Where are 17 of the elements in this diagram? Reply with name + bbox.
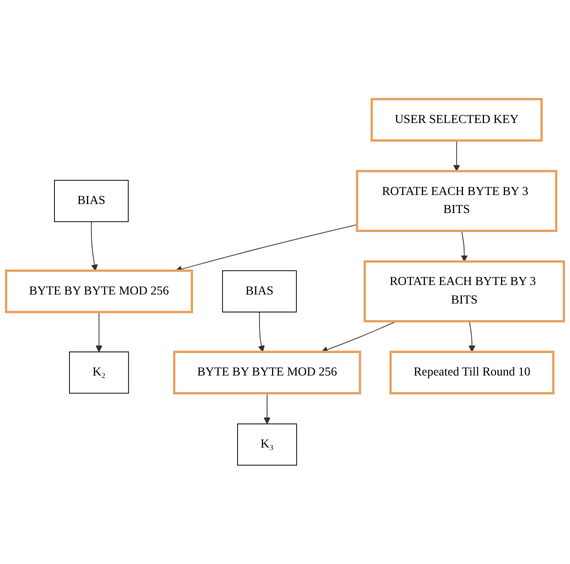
node-box: ROTATE EACH BYTE BY 3 BITS [364,260,566,322]
arrow [264,392,270,424]
node-box: BIAS [222,270,297,312]
arrow [96,311,102,352]
node-box: BYTE BY BYTE MOD 256 [173,350,362,394]
node-box: K₂ [69,351,129,394]
arrow [90,221,98,271]
node-box: Repeated Till Round 10 [389,350,554,394]
arrow [453,140,460,172]
arrow [460,230,468,262]
node-box: ROTATE EACH BYTE BY 3 BITS [356,170,558,232]
arrow [468,320,476,352]
node-box: BIAS [54,180,129,222]
node-box: BYTE BY BYTE MOD 256 [4,269,194,314]
arrow [258,311,265,352]
node-box: USER SELECTED KEY [370,98,543,142]
node-box: K₃ [237,423,298,466]
